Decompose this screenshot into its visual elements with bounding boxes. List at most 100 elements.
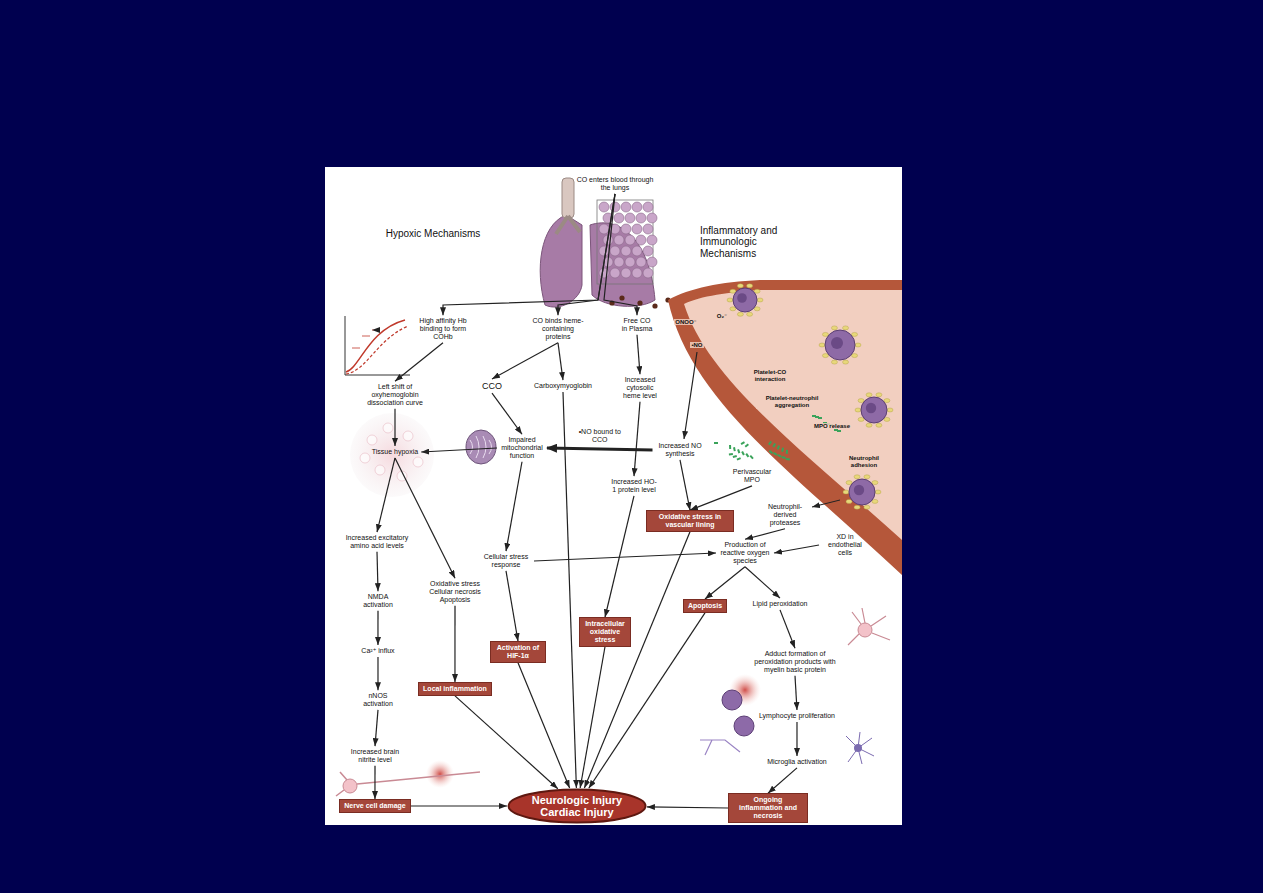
flow-arrow — [377, 657, 378, 690]
mpo-granules — [733, 455, 737, 458]
illustration-label: •NO — [690, 342, 703, 349]
flow-arrow — [443, 194, 615, 315]
flow-text: Ca²⁺ influx — [358, 645, 397, 657]
node-text: NMDA activation — [360, 593, 396, 609]
alveoli — [614, 235, 624, 245]
mpo-granules — [733, 447, 736, 451]
blood-cells — [854, 505, 860, 509]
node-text: Increased brain nitrite level — [347, 748, 403, 764]
flow-text: CCO — [479, 379, 505, 393]
flow-text: Microglia activation — [764, 756, 830, 768]
mpo-granules — [714, 442, 718, 444]
illustration-label: Platelet-neutrophil aggregation — [756, 395, 828, 408]
node-text: Oxidative stress Cellular necrosis Apopt… — [427, 580, 483, 603]
tissue-cells — [413, 457, 423, 467]
lungs — [540, 215, 582, 307]
node-text: CCO — [482, 381, 502, 391]
dissociation-curve — [345, 316, 410, 375]
node-text: Production of reactive oxygen species — [719, 541, 771, 564]
node-text: Free CO in Plasma — [620, 317, 654, 333]
outcome-ellipse: Neurologic Injury Cardiac Injury — [507, 788, 647, 824]
mpo-granules — [737, 449, 740, 453]
blood-cells — [855, 343, 861, 347]
node-text: Local inflammation — [423, 685, 487, 693]
alveoli — [632, 268, 642, 278]
dissociation-curve — [346, 326, 408, 374]
blood-cells — [747, 312, 753, 316]
node-text: Microglia activation — [767, 758, 827, 766]
lymphocytes — [722, 690, 742, 710]
flow-arrow — [705, 567, 745, 599]
no-arrow — [684, 352, 697, 439]
alveoli — [647, 235, 657, 245]
mpo-granules — [768, 441, 772, 445]
tissue-cells — [383, 423, 393, 433]
alveoli — [614, 213, 624, 223]
flow-text: Carboxymyoglobin — [531, 380, 595, 392]
node-text: CO binds heme-containing proteins — [532, 317, 584, 340]
flow-text: Production of reactive oxygen species — [716, 539, 774, 566]
blood-cells — [887, 408, 893, 412]
outcome-box: Intracellular oxidative stress — [579, 617, 631, 646]
mpo-granules — [777, 445, 780, 449]
flow-arrow — [796, 722, 797, 756]
lungs — [540, 178, 655, 307]
mpo-granules — [772, 443, 776, 447]
blood-cells — [727, 284, 893, 509]
blood-cells — [854, 485, 864, 495]
flow-text: Increased HO-1 protein level — [607, 476, 662, 496]
illustration-label: ONOO⁻ — [674, 319, 698, 326]
flow-text: CO binds heme-containing proteins — [529, 315, 587, 342]
lungs — [590, 223, 655, 306]
flow-text: Increased brain nitrite level — [344, 746, 406, 766]
flow-text: Increased excitatory amino acid levels — [338, 532, 416, 552]
mpo-granules — [750, 455, 754, 459]
mpo-granules — [781, 456, 785, 459]
blood-cells — [737, 284, 743, 288]
outcome-box: Apoptosis — [683, 599, 727, 613]
flow-text: Increased NO synthesis — [653, 440, 708, 460]
blood-cells — [861, 397, 887, 423]
node-text: Increased cytosolic heme level — [618, 376, 662, 399]
flow-arrow — [563, 392, 576, 788]
blood-cells — [843, 326, 849, 330]
alveoli — [632, 202, 642, 212]
microglia — [846, 732, 874, 764]
blood-cells — [831, 326, 837, 330]
alveoli — [625, 213, 635, 223]
mpo-granules — [781, 448, 784, 452]
illustration-label: Neutrophil adhesion — [838, 455, 890, 468]
blood-cells — [737, 312, 743, 316]
mpo-granules — [773, 452, 777, 456]
mpo-granules — [786, 450, 788, 454]
blood-cells — [864, 475, 870, 479]
mpo-granules — [777, 454, 781, 457]
node-text: Intracellular oxidative stress — [584, 620, 626, 643]
flow-arrow — [395, 343, 443, 382]
alveoli — [599, 224, 609, 234]
mpo-granules — [745, 443, 749, 447]
node-text: Activation of HIF-1α — [495, 644, 541, 660]
blood-cells — [849, 479, 875, 505]
alveoli — [632, 246, 642, 256]
edge-label: •NO bound to CCO — [576, 427, 624, 445]
flow-text: Impaired mitochondrial function — [497, 434, 547, 461]
mitochondrion — [466, 430, 496, 464]
co-molecules — [652, 303, 657, 308]
node-text: Impaired mitochondrial function — [500, 436, 544, 459]
mpo-granules — [786, 458, 790, 461]
co-molecules — [637, 300, 642, 305]
blood-cells — [843, 360, 849, 364]
blood-cells — [737, 293, 747, 303]
flow-text: Increased cytosolic heme level — [615, 374, 665, 401]
flow-arrow — [680, 460, 690, 510]
nerve-cell — [343, 779, 357, 793]
blood-cells — [876, 393, 882, 397]
section-heading: Hypoxic Mechanisms — [386, 228, 480, 239]
node-text: nNOS activation — [360, 692, 396, 708]
flow-arrow — [534, 553, 716, 561]
flow-text: NMDA activation — [357, 591, 399, 611]
flow-text: Free CO in Plasma — [617, 315, 657, 335]
blood-cells — [866, 423, 872, 427]
blood-cells — [747, 284, 753, 288]
